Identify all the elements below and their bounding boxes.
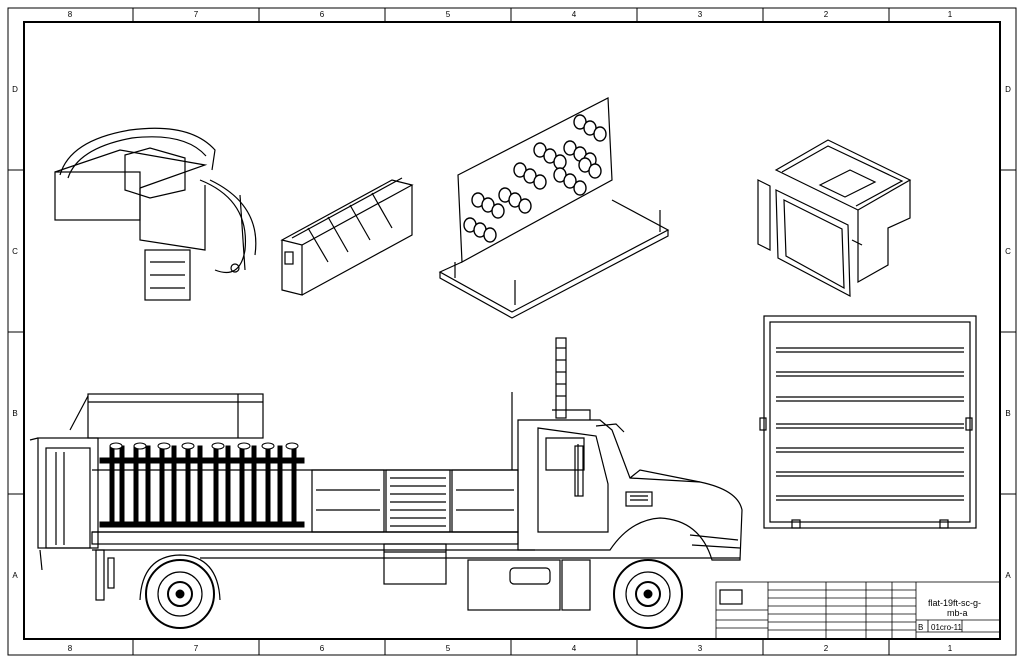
zone-labels-right: D C B A: [1005, 85, 1011, 580]
iso-cylinder-panel: [438, 97, 670, 319]
zone-labels-left: D C B A: [12, 85, 18, 580]
zone-col-label: 8: [68, 644, 73, 653]
zone-col-label: 5: [446, 644, 451, 653]
zone-col-label: 7: [194, 644, 199, 653]
zone-col-label: 2: [824, 644, 829, 653]
zone-col-label: 3: [698, 644, 703, 653]
zone-row-label: C: [1005, 247, 1011, 256]
truck-tool-rack: [99, 442, 305, 528]
zone-row-label: C: [12, 247, 18, 256]
front-panel-view: [759, 315, 977, 529]
zone-row-label: B: [1005, 409, 1010, 418]
zone-col-label: 6: [320, 10, 325, 19]
zone-col-label: 7: [194, 10, 199, 19]
truck-rear-wheel: [139, 554, 221, 629]
zone-labels-top: 8 7 6 5 4 3 2 1: [68, 10, 953, 19]
drawing-name-line2: mb-a: [947, 608, 968, 618]
iso-storage-box: [757, 139, 912, 298]
title-block-text: flat-19ft-sc-g- mb-a B 01cro-11: [918, 598, 981, 632]
iso-hose-assembly: [54, 127, 257, 301]
zone-col-label: 1: [948, 10, 953, 19]
zone-col-label: 8: [68, 10, 73, 19]
sheet-id: 01cro-11: [931, 623, 963, 632]
zone-row-label: B: [12, 409, 17, 418]
zone-labels-bottom: 8 7 6 5 4 3 2 1: [68, 644, 953, 653]
zone-ticks: [8, 8, 1016, 655]
truck-side-view: [29, 337, 743, 611]
title-block: [715, 581, 1001, 640]
zone-row-label: D: [12, 85, 18, 94]
zone-col-label: 4: [572, 10, 577, 19]
truck-front-wheel: [613, 559, 683, 629]
drawing-name-line1: flat-19ft-sc-g-: [928, 598, 981, 608]
cylinder-group: [463, 114, 607, 243]
zone-col-label: 5: [446, 10, 451, 19]
zone-row-label: A: [12, 571, 18, 580]
zone-col-label: 1: [948, 644, 953, 653]
zone-col-label: 4: [572, 644, 577, 653]
zone-col-label: 3: [698, 10, 703, 19]
zone-row-label: A: [1005, 571, 1011, 580]
zone-col-label: 2: [824, 10, 829, 19]
zone-col-label: 6: [320, 644, 325, 653]
sheet-size: B: [918, 623, 923, 632]
zone-row-label: D: [1005, 85, 1011, 94]
iso-divider-rack: [280, 177, 414, 296]
